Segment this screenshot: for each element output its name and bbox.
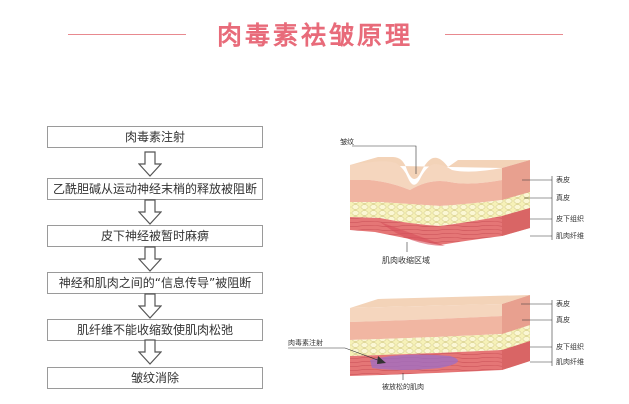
skin-section-bottom [350,295,530,376]
page-title: 肉毒素祛皱原理 [216,21,413,50]
epidermis-layer [350,161,502,190]
layer-label-bottom-2: 皮下组织 [556,342,584,351]
relaxed-muscle-region [370,354,458,370]
layer-label-bottom-1: 真皮 [556,315,570,324]
down-arrow-icon [138,151,162,177]
layer-label-bottom-0: 表皮 [556,299,570,308]
title-divider-right [445,34,563,35]
layer-label-top-3: 肌肉纤维 [556,231,584,240]
title-header: 肉毒素祛皱原理 [0,12,629,56]
skin-section-top [350,157,530,246]
down-arrow-icon [138,293,162,319]
muscle-layer [350,350,502,376]
epidermis-layer [350,304,502,322]
layer-label-top-1: 真皮 [556,193,570,202]
flow-step-1: 肉毒素注射 [47,126,263,148]
dermis-layer [350,316,502,340]
down-arrow-icon [138,246,162,272]
dermis-layer [350,180,502,206]
relaxed-muscle-caption: 被放松的肌肉 [382,382,424,391]
title-divider-left [68,34,186,35]
layer-label-top-2: 皮下组织 [556,214,584,223]
layer-label-top-0: 表皮 [556,175,570,184]
subcutaneous-layer [350,200,502,226]
flow-step-5: 肌纤维不能收缩致使肌肉松弛 [47,319,263,341]
muscle-layer [350,216,502,245]
down-arrow-icon [138,199,162,225]
flow-step-6: 皱纹消除 [47,367,263,389]
layer-label-bottom-3: 肌肉纤维 [556,357,584,366]
injection-label: 肉毒素注射 [288,338,323,347]
down-arrow-icon [138,339,162,365]
flow-step-3: 皮下神经被暂时麻痹 [47,225,263,247]
wrinkle-label: 皱纹 [340,137,354,146]
subcutaneous-layer [350,334,502,356]
flow-step-2: 乙酰胆碱从运动神经末梢的释放被阻断 [47,178,263,200]
flow-step-4: 神经和肌肉之间的“信息传导”被阻断 [47,272,263,294]
contracted-area-caption: 肌肉收缩区域 [382,255,430,265]
